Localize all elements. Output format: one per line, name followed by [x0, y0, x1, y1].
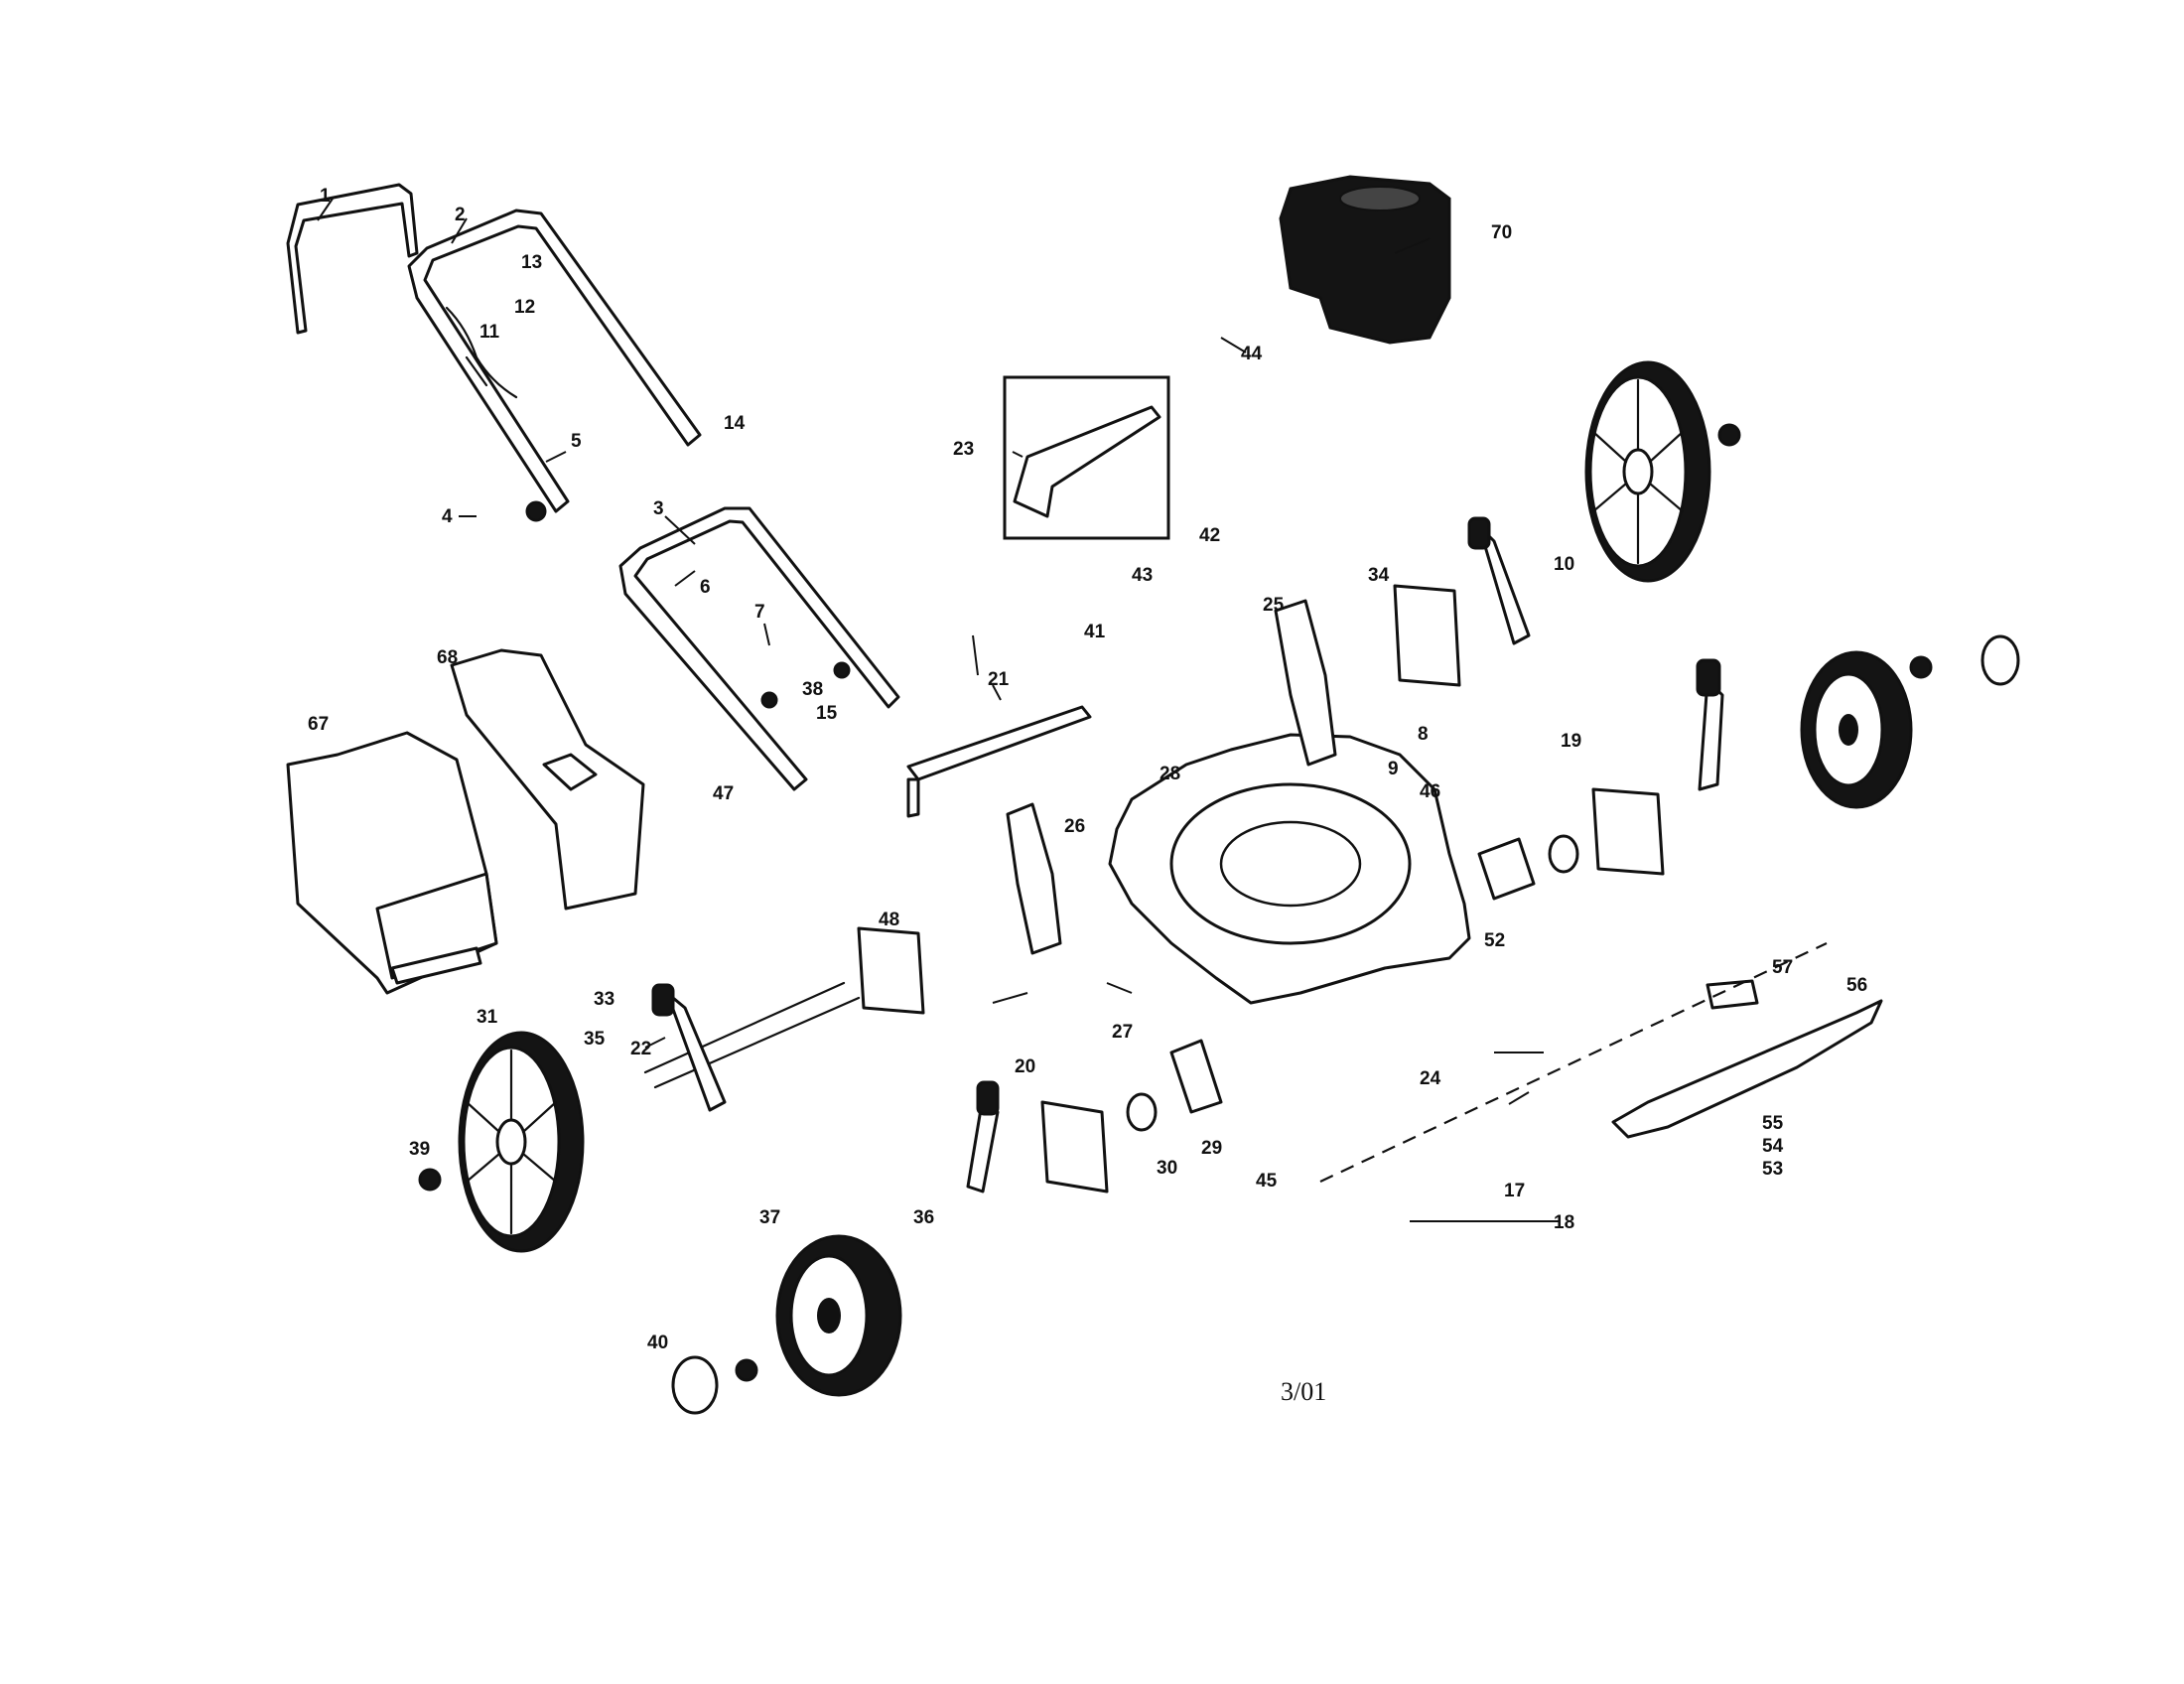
callout-23: 23	[953, 439, 974, 460]
axle-bracket-34	[1393, 584, 1461, 687]
callout-15: 15	[816, 703, 838, 724]
callout-45: 45	[1256, 1171, 1278, 1192]
callout-5: 5	[571, 431, 582, 452]
rear-wheel-31-right	[1584, 360, 1711, 583]
callout-19: 19	[1561, 731, 1581, 752]
adjuster-lever-left	[651, 983, 727, 1112]
callout-3: 3	[653, 498, 664, 519]
rear-guard-box-23	[1003, 375, 1170, 540]
upper-handle-2	[407, 209, 702, 513]
adjuster-lever-right-lower	[1696, 658, 1724, 791]
callout-13: 13	[521, 252, 542, 273]
callout-2: 2	[455, 205, 466, 225]
callout-70: 70	[1491, 222, 1512, 243]
control-bar-1	[286, 183, 419, 335]
callout-9: 9	[1388, 759, 1399, 779]
mower-deck	[1108, 733, 1471, 1005]
callout-53: 53	[1762, 1159, 1783, 1180]
callout-40: 40	[647, 1333, 668, 1353]
grass-catcher-67	[286, 731, 498, 995]
callout-10: 10	[1554, 554, 1574, 575]
side-plate-26	[1006, 802, 1062, 955]
callout-31: 31	[477, 1007, 498, 1028]
callout-37: 37	[759, 1207, 780, 1228]
callout-57: 57	[1772, 957, 1793, 978]
hardware-bits	[418, 423, 2020, 1415]
callout-56: 56	[1846, 975, 1867, 996]
callout-68: 68	[437, 647, 458, 668]
callout-44: 44	[1241, 344, 1263, 364]
callout-11: 11	[479, 322, 500, 343]
callout-6: 6	[700, 577, 711, 598]
callout-48: 48	[879, 910, 899, 930]
axle-bracket-20	[1040, 1100, 1109, 1193]
callout-1: 1	[320, 186, 331, 207]
callout-12: 12	[514, 297, 535, 318]
callout-14: 14	[724, 413, 746, 434]
callout-54: 54	[1762, 1136, 1784, 1157]
callout-38: 38	[802, 679, 823, 700]
callout-67: 67	[308, 714, 329, 735]
rear-wheel-31-left	[458, 1031, 585, 1253]
callout-52: 52	[1484, 930, 1505, 951]
engine-70	[1279, 175, 1451, 345]
callout-39: 39	[409, 1139, 430, 1160]
callout-34: 34	[1368, 565, 1390, 586]
baffle-21	[906, 705, 1092, 818]
callout-27: 27	[1112, 1022, 1133, 1043]
callout-8: 8	[1418, 724, 1429, 745]
axle-bracket-48	[643, 926, 925, 1089]
callout-18: 18	[1554, 1212, 1574, 1233]
center-line	[1319, 942, 1828, 1183]
adjuster-lever-front	[966, 1080, 1000, 1193]
callout-29: 29	[1201, 1138, 1222, 1159]
callout-28: 28	[1160, 764, 1180, 784]
front-wheel-37-left	[775, 1234, 902, 1397]
callout-4: 4	[442, 506, 453, 527]
date-code: 3/01	[1281, 1377, 1326, 1406]
callout-47: 47	[713, 783, 734, 804]
blade-adapter-57	[1706, 979, 1759, 1010]
callout-7: 7	[754, 602, 765, 623]
callout-26: 26	[1064, 816, 1085, 837]
callouts: 1 2 3 4 5 6 7 8 9 10 11 12 13 14 15 17 1…	[308, 186, 1867, 1353]
callout-17: 17	[1504, 1181, 1525, 1201]
bag-frame-68	[450, 648, 645, 911]
adjuster-lever-right-upper	[1467, 516, 1531, 645]
callout-43: 43	[1132, 565, 1153, 586]
callout-20: 20	[1015, 1056, 1035, 1077]
callout-42: 42	[1199, 525, 1220, 546]
callout-46: 46	[1420, 781, 1440, 802]
callout-24: 24	[1420, 1068, 1441, 1089]
callout-22: 22	[630, 1039, 651, 1059]
side-plate-25	[1274, 599, 1337, 767]
leader-lines	[317, 198, 1559, 1222]
blade-56	[1611, 999, 1883, 1139]
callout-35: 35	[584, 1029, 606, 1050]
axle-bracket-19	[1591, 787, 1665, 876]
callout-41: 41	[1084, 622, 1106, 642]
callout-33: 33	[594, 989, 614, 1010]
callout-21: 21	[988, 669, 1010, 690]
callout-25: 25	[1263, 595, 1285, 616]
lower-handle-3	[618, 506, 900, 791]
callout-36: 36	[913, 1207, 934, 1228]
callout-30: 30	[1157, 1158, 1177, 1179]
callout-55: 55	[1762, 1113, 1784, 1134]
front-wheel-37-right	[1800, 650, 1913, 809]
